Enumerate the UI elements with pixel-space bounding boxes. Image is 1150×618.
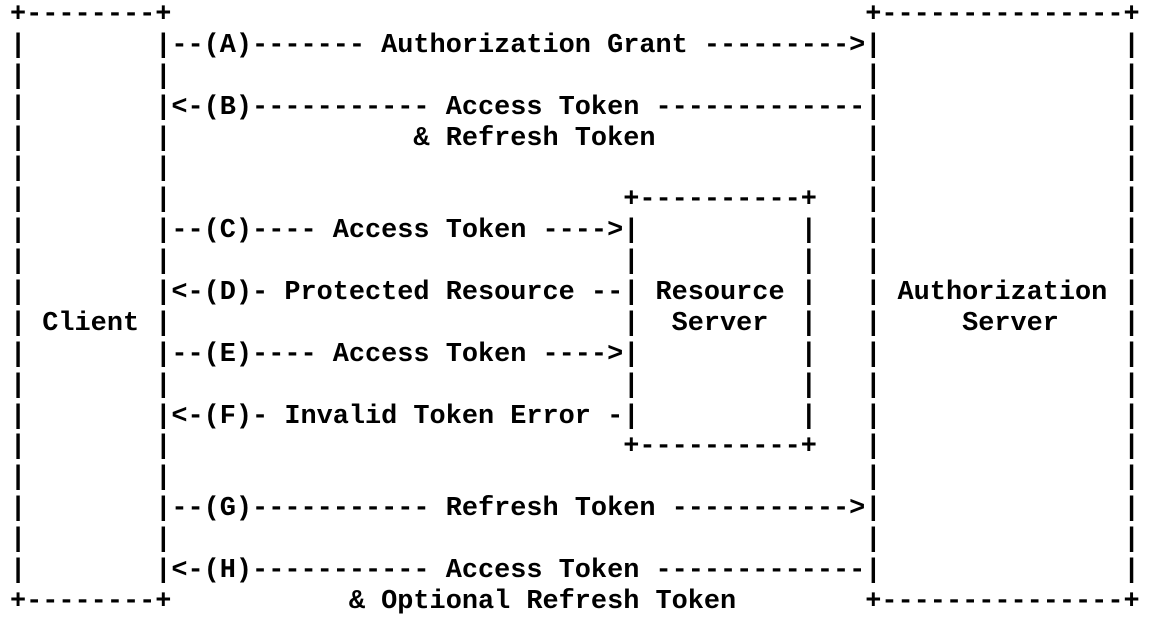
spacer-row: | | | | [10,154,1140,185]
spacer-row: | | | | | | [10,370,1140,401]
spacer-row: | | | | [10,61,1140,92]
resource-server-bottom-border-row: | | +----------+ | | [10,432,1140,463]
flow-e-access-token-row: | |--(E)---- Access Token ---->| | | | [10,339,1140,370]
flow-f-invalid-token-error-row: | |<-(F)- Invalid Token Error -| | | | [10,401,1140,432]
flow-b-access-token-row: | |<-(B)----------- Access Token -------… [10,92,1140,123]
resource-server-top-border-row: | | +----------+ | | [10,185,1140,216]
boxes-top-border-row: +--------+ +---------------+ [10,0,1140,30]
flow-h-access-token-row: | |<-(H)----------- Access Token -------… [10,556,1140,587]
entity-labels-row: | Client | | Server | | Server | [10,308,1140,339]
flow-d-protected-resource-row: | |<-(D)- Protected Resource --| Resourc… [10,278,1140,309]
flow-a-authorization-grant-row: | |--(A)------- Authorization Grant ----… [10,30,1140,61]
flow-b-refresh-token-row: | | & Refresh Token | | [10,123,1140,154]
spacer-row: | | | | [10,525,1140,556]
flow-g-refresh-token-row: | |--(G)----------- Refresh Token ------… [10,494,1140,525]
flow-c-access-token-row: | |--(C)---- Access Token ---->| | | | [10,216,1140,247]
spacer-row: | | | | [10,463,1140,494]
boxes-bottom-border-row: +--------+ & Optional Refresh Token +---… [10,586,1140,617]
spacer-row: | | | | | | [10,247,1140,278]
